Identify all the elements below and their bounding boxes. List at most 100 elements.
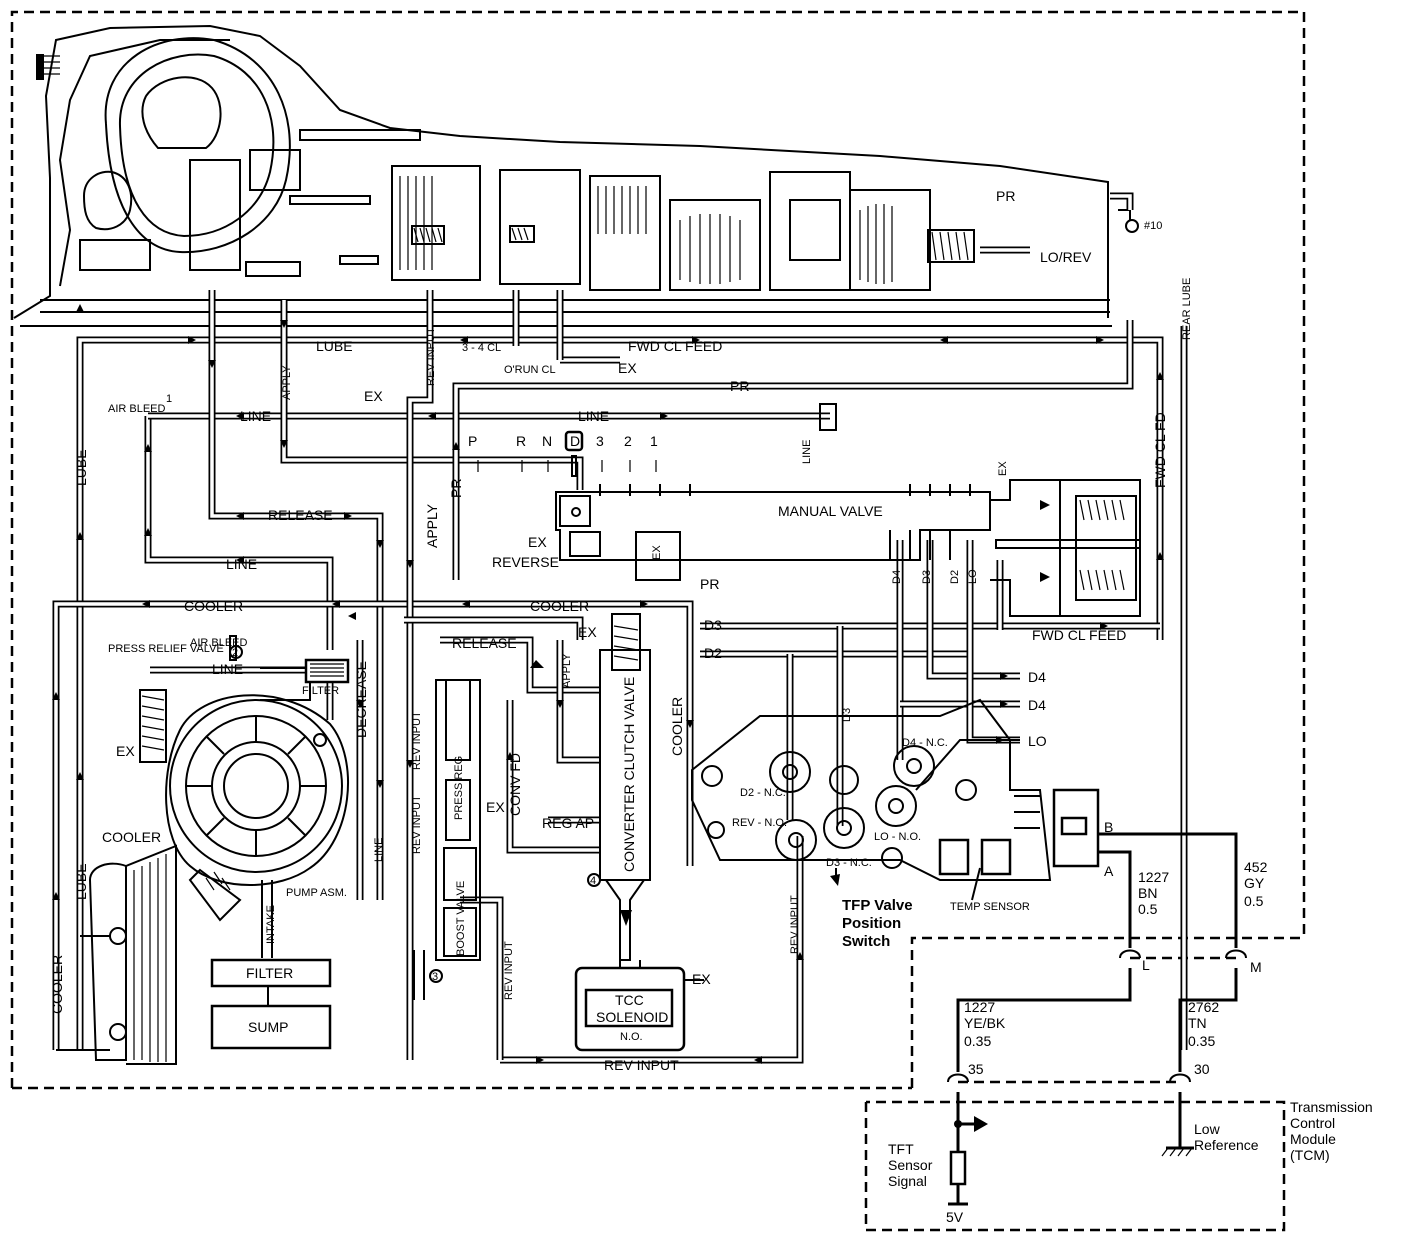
label-release-upper: RELEASE [268,507,333,523]
label-fwd-cl-feed-right: FWD CL FEED [1032,627,1126,643]
label-d3-tfp: D3 [841,708,853,722]
label-lube-lower: LUBE [73,863,89,900]
label-rev-input-v4: REV INPUT [789,895,801,954]
label-intake: INTAKE [265,905,277,944]
label-rev-input-v1: REV INPUT [411,795,423,854]
label-sump: SUMP [248,1019,288,1035]
label-pr-top: PR [996,188,1015,204]
label-lo-v: LO [967,569,979,584]
tcm-boundary [864,1100,1286,1232]
label-pr-upper: PR [730,378,749,394]
label-gear-3: 3 [596,433,604,449]
label-d4-nc: D4 - N.C. [902,737,948,749]
label-d3-nc: D3 - N.C. [826,857,872,869]
label-lo-rev: LO/REV [1040,249,1092,265]
label-line-upper-right: LINE [578,408,609,424]
diagram-labels: LUBE REV INPUT APPLY 3 - 4 CL O'RUN CL E… [49,188,1373,1225]
wiring [947,832,1247,1206]
label-rev-no: REV - N.O. [732,817,787,829]
label-pump-asm: PUMP ASM. [286,887,347,899]
label-w2-size: 0.5 [1244,893,1264,909]
label-pin-a: A [1104,863,1114,879]
label-three-four-cl: 3 - 4 CL [462,342,501,354]
label-decrease: DECREASE [353,661,369,738]
label-lo-h: LO [1028,733,1047,749]
label-w1-size: 0.5 [1138,901,1158,917]
label-temp-sensor: TEMP SENSOR [950,901,1030,913]
sump-box [210,1004,332,1050]
label-marker-4: 4 [590,875,596,887]
label-w1-color: BN [1138,885,1157,901]
label-cooler-mid: COOLER [530,598,589,614]
label-pr-vertical: PR [448,479,464,498]
label-w3-size: 0.35 [964,1033,991,1049]
label-rev-input-bottom: REV INPUT [604,1057,679,1073]
label-marker-1: 1 [166,393,172,405]
label-fwd-cl-fd: FWD CL FD [1152,412,1168,488]
label-rev-input-v2: REV INPUT [411,711,423,770]
label-pr-mid: PR [700,576,719,592]
label-gear-n: N [542,433,552,449]
label-ex-orun: EX [618,360,637,376]
label-tfp-valve: TFP Valve [842,897,913,914]
label-air-bleed-2: AIR BLEED [190,637,248,649]
label-conn-m: M [1250,959,1262,975]
label-no-tcc: N.O. [620,1031,643,1043]
label-no10: #10 [1144,220,1162,232]
label-filter-big: FILTER [246,965,293,981]
filter-box [210,958,332,988]
label-orun-cl: O'RUN CL [504,364,556,376]
label-boost-valve: BOOST VALVE [455,881,467,956]
label-w3-circuit: 1227 [964,999,995,1015]
label-gear-d: D [570,433,580,449]
transmission-boundary [10,10,1306,1088]
label-pin-b: B [1104,819,1113,835]
label-ex-mv-top: EX [997,461,1009,476]
label-cooler-right-v: COOLER [669,697,685,756]
label-w4-size: 0.35 [1188,1033,1215,1049]
label-low-ref-2: Reference [1194,1137,1259,1153]
label-conn-l: L [1142,957,1150,973]
label-w2-circuit: 452 [1244,859,1268,875]
label-tcm-3: Module [1290,1131,1336,1147]
label-tft-2: Sensor [888,1157,933,1173]
label-manual-valve: MANUAL VALVE [778,503,883,519]
label-apply-vertical: APPLY [424,503,440,548]
label-d2-nc: D2 - N.C. [740,787,786,799]
label-switch: Switch [842,933,890,950]
label-reverse: REVERSE [492,554,559,570]
tfp-valve-position-switch [691,698,1100,901]
label-d2-v: D2 [949,570,961,584]
label-release-mid: RELEASE [452,635,517,651]
oil-pump [139,635,350,958]
label-ex-reverse: EX [528,534,547,550]
label-lo-no: LO - N.O. [874,831,921,843]
cooler [56,844,177,1065]
label-tcm-1: Transmission [1290,1099,1373,1115]
label-cooler-bottom-v: COOLER [49,955,65,1014]
label-cooler-top: COOLER [184,598,243,614]
label-tcc-solenoid-2: SOLENOID [596,1009,668,1025]
harness-boundary [910,936,1304,1088]
label-ex-clutch-top: EX [578,624,597,640]
label-tcm-2: Control [1290,1115,1335,1131]
label-gear-r: R [516,433,526,449]
transmission-case [13,24,1139,327]
label-cooler-left: COOLER [102,829,161,845]
label-d4-h1: D4 [1028,669,1046,685]
label-d3-h: D3 [704,617,722,633]
label-w2-color: GY [1244,875,1265,891]
manual-valve [555,403,1141,617]
label-marker-3: 3 [432,971,438,983]
label-gear-2: 2 [624,433,632,449]
flow-arrows [52,304,1164,1064]
label-line-mid-left: LINE [226,556,257,572]
label-lube-top: LUBE [316,338,353,354]
label-d4-v: D4 [891,570,903,584]
label-lube-vertical: LUBE [73,449,89,486]
hydraulic-passages [52,192,1188,1064]
label-rev-input-v3: REV INPUT [503,941,515,1000]
label-five-v: 5V [946,1209,964,1225]
label-apply-top: APPLY [281,365,293,400]
